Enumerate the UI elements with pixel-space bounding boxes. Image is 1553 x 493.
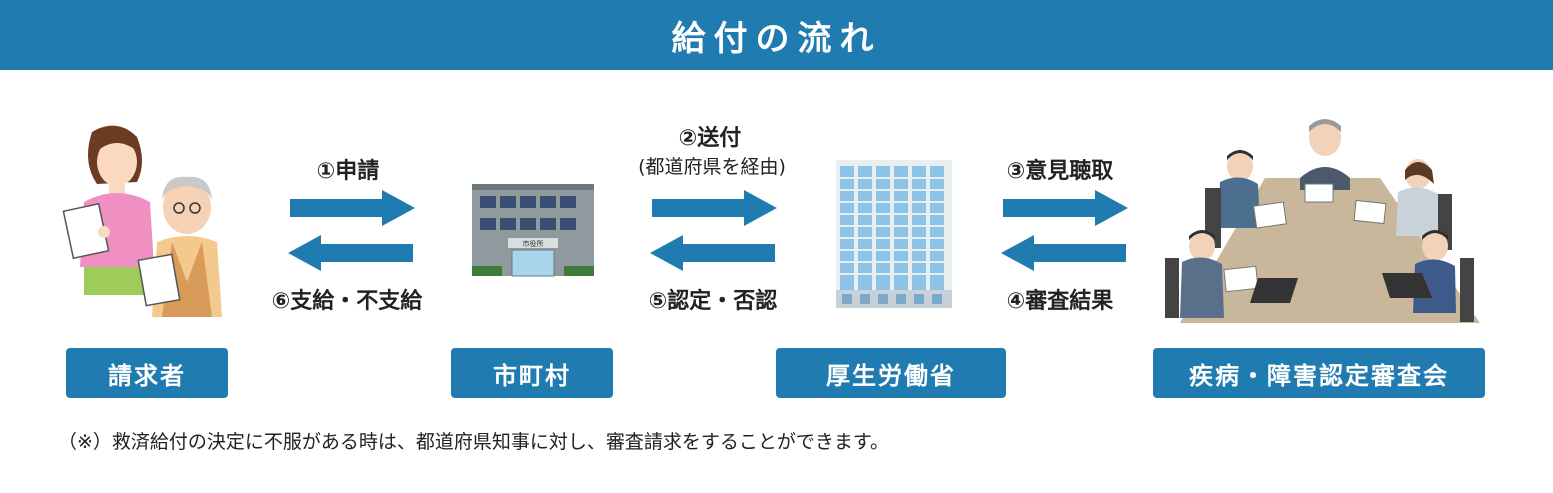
actor-ministry-label: 厚生労働省 xyxy=(776,348,1006,398)
step-4-result: ④審査結果 xyxy=(1006,289,1114,314)
arrow-result-left xyxy=(1001,235,1126,271)
step-2-via-prefecture: (都道府県を経由) xyxy=(638,156,786,178)
claimant-illustration xyxy=(62,125,222,317)
building-sign: 市役所 xyxy=(523,239,544,248)
arrow-apply-right xyxy=(290,190,415,226)
municipality-building-illustration: 市役所 xyxy=(472,184,594,277)
arrow-forward-right xyxy=(652,190,777,226)
step-2-forward: ②送付 xyxy=(678,126,742,151)
header-banner: 給付の流れ xyxy=(0,0,1553,70)
arrow-payment-left xyxy=(288,235,413,271)
actor-claimant-label: 請求者 xyxy=(66,348,228,398)
council-meeting-illustration xyxy=(1165,119,1480,323)
footnote: （※）救済給付の決定に不服がある時は、都道府県知事に対し、審査請求をすることがで… xyxy=(58,431,890,453)
elderly-man-figure xyxy=(137,176,222,317)
page-title: 給付の流れ xyxy=(671,18,882,59)
arrow-consult-right xyxy=(1003,190,1128,226)
step-6-payment: ⑥支給・不支給 xyxy=(271,289,423,314)
step-1-apply: ①申請 xyxy=(316,159,380,184)
arrow-decision-left xyxy=(650,235,775,271)
step-3-consult: ③意見聴取 xyxy=(1006,159,1114,184)
actor-council-label: 疾病・障害認定審査会 xyxy=(1153,348,1485,398)
actor-municipality-label: 市町村 xyxy=(451,348,613,398)
woman-figure xyxy=(62,125,154,295)
ministry-building-illustration xyxy=(836,160,952,308)
step-5-decision: ⑤認定・否認 xyxy=(648,289,778,314)
